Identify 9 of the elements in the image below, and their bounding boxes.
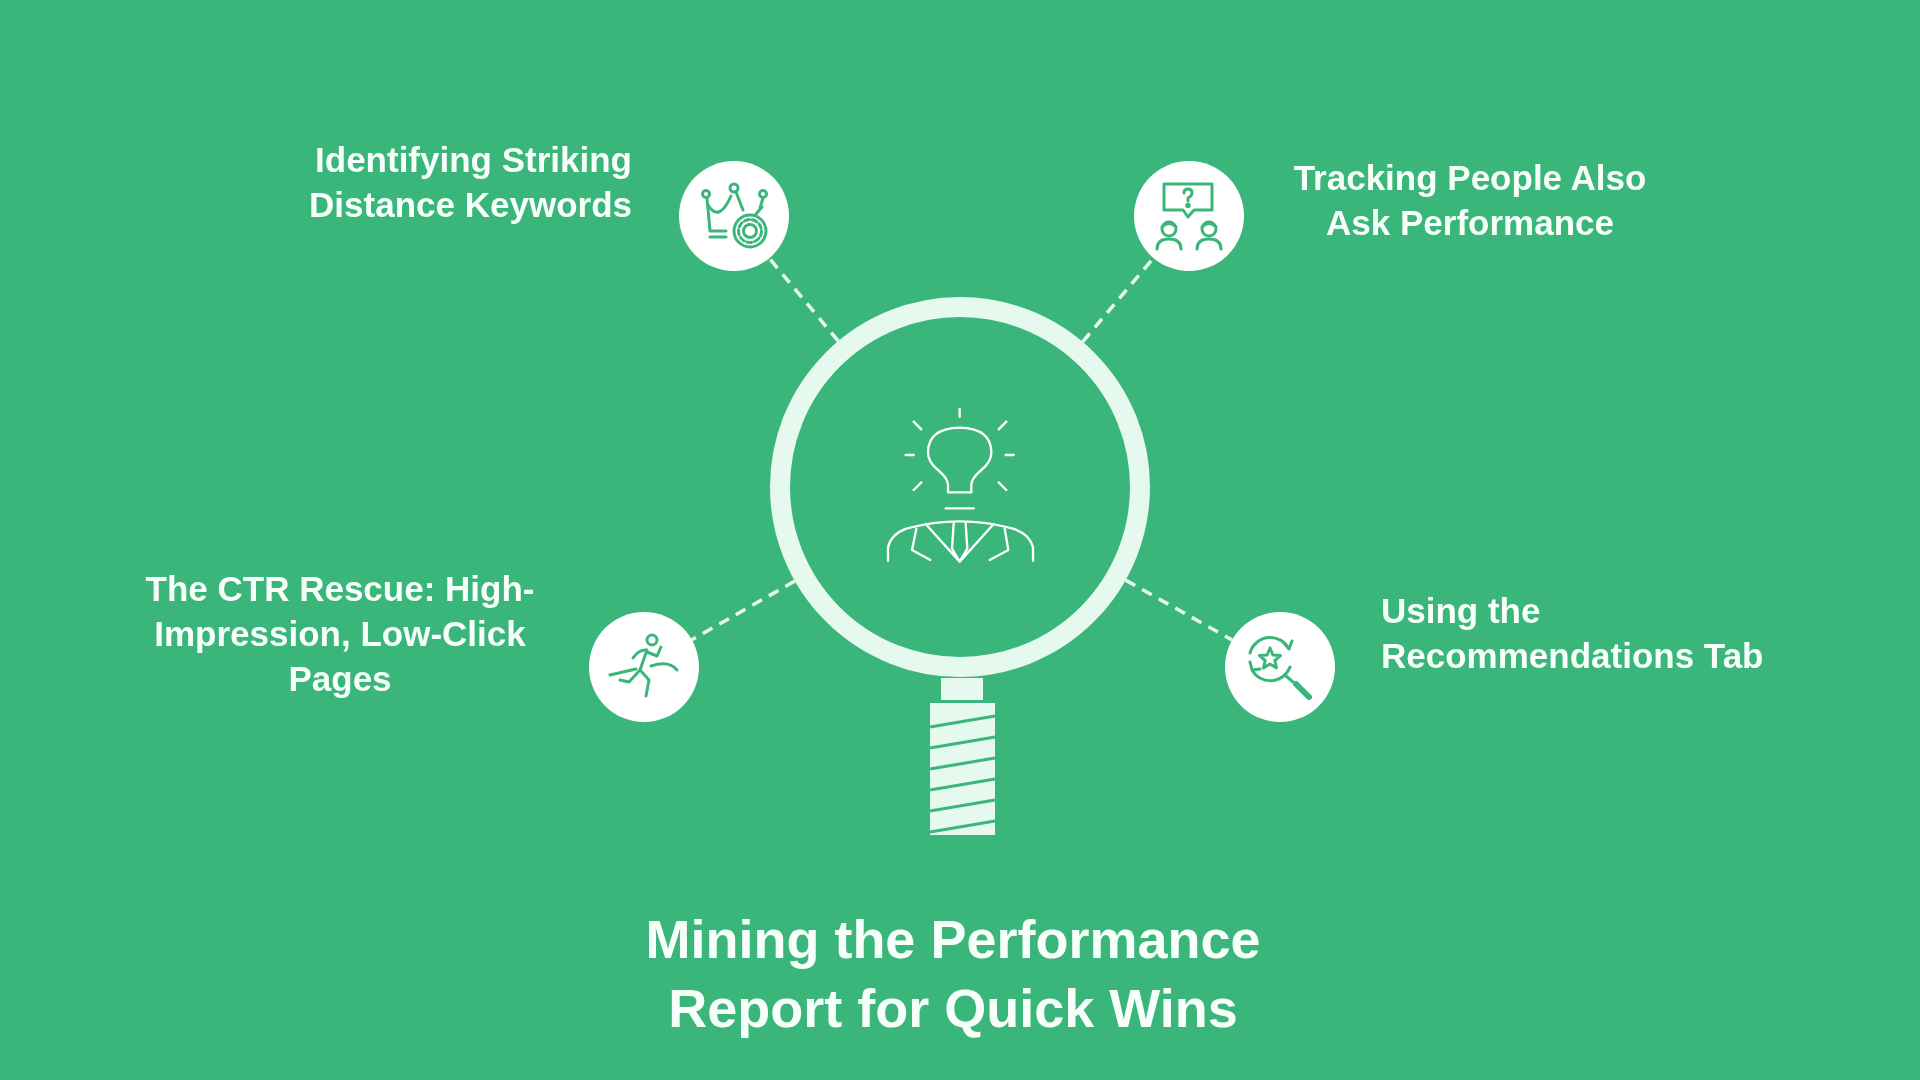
dashed-connector — [690, 579, 796, 642]
topic-heading: The CTR Rescue: High-Impression, Low-Click Pages — [144, 568, 536, 700]
topic-heading: Tracking People Also Ask Performance — [1292, 157, 1648, 244]
magnifier-lens — [770, 297, 1150, 677]
dashed-connector — [1124, 578, 1233, 642]
dashed-connector — [767, 257, 840, 343]
topic-heading: Using the Recommendations Tab — [1381, 590, 1765, 677]
topic-heading: Identifying Striking Distance Keywords — [308, 139, 632, 226]
diagram-title: Mining the Performance Report for Quick Wins — [644, 908, 1262, 1040]
